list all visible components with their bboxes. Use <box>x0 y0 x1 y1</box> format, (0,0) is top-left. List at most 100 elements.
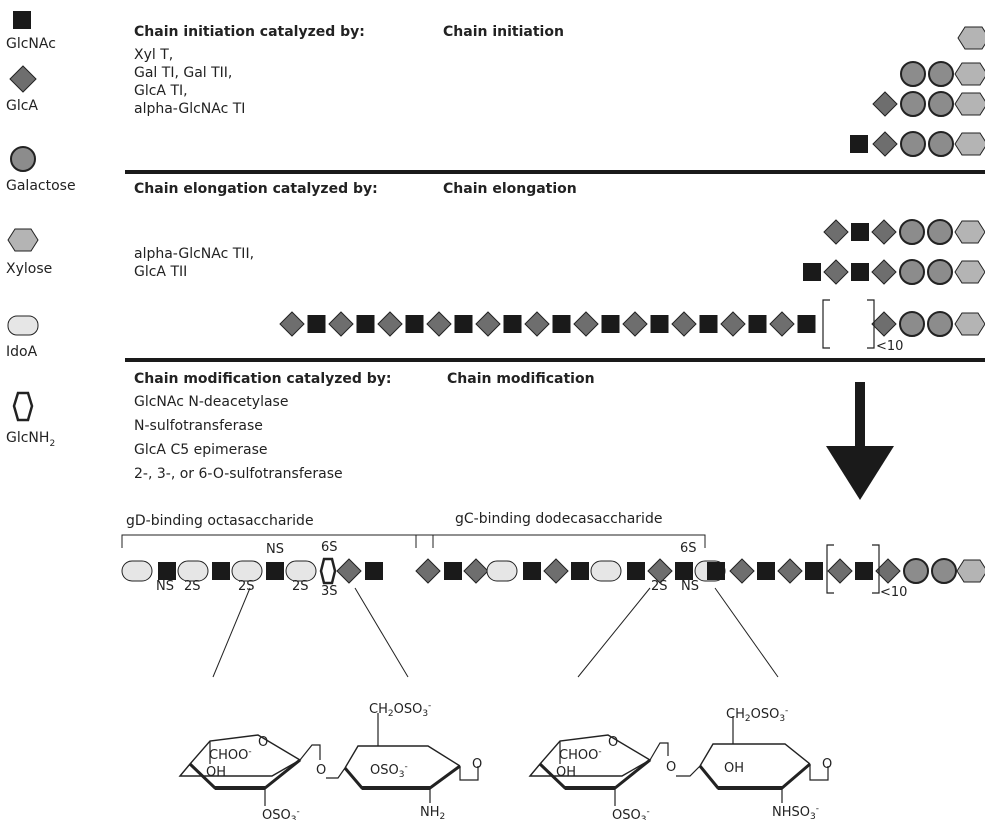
enzyme-item: alpha-GlcNAc TII, <box>134 246 255 262</box>
glca-icon <box>622 311 648 337</box>
idoa-icon <box>231 560 263 582</box>
glcnac-icon <box>13 11 31 29</box>
initiation-chains <box>850 26 985 157</box>
galactose-icon <box>900 131 926 157</box>
glcnac-icon <box>748 315 767 333</box>
glca-icon <box>823 259 849 285</box>
idoa-icon <box>177 560 209 582</box>
glca-icon <box>872 91 898 117</box>
chem-label: OSO3- <box>370 762 408 780</box>
glca-icon <box>426 311 452 337</box>
enzyme-item: Xyl T, <box>134 47 174 63</box>
glca-icon <box>328 311 354 337</box>
glca-icon <box>871 311 897 337</box>
elongation-chains: <10 <box>279 219 985 354</box>
elongation-row-1 <box>823 219 985 245</box>
xylose-icon <box>954 132 985 156</box>
elongation-row-2 <box>803 259 985 285</box>
glca-icon <box>647 558 673 584</box>
glcnac-icon <box>805 562 823 580</box>
glca-icon <box>777 558 803 584</box>
glca-icon <box>279 311 305 337</box>
sulfation-label: NS <box>681 579 699 594</box>
glcnac-icon <box>552 315 571 333</box>
gc-label: gC-binding dodecasaccharide <box>455 511 662 527</box>
galactose-icon <box>928 91 954 117</box>
chem-label: CHOO- <box>209 747 252 763</box>
repeat-bracket-left <box>822 299 830 349</box>
enzyme-item: Gal TI, Gal TII, <box>134 65 233 81</box>
galactose-icon <box>903 558 929 584</box>
chem-label: OSO3- <box>612 807 650 820</box>
glca-icon <box>729 558 755 584</box>
galactose-icon <box>927 219 953 245</box>
xylose-icon <box>954 92 985 116</box>
enzyme-item: GlcA C5 epimerase <box>134 442 268 458</box>
repeat-count-label: <10 <box>876 339 903 354</box>
gc-bracket <box>415 534 706 548</box>
chem-label: CH2OSO3- <box>369 701 431 719</box>
gd-label: gD-binding octasaccharide <box>126 513 314 529</box>
initiation-enzyme-list: Xyl T, Gal TI, Gal TII, GlcA TI, alpha-G… <box>134 46 245 118</box>
glcnac-icon <box>851 263 869 281</box>
glcnac-icon <box>356 315 375 333</box>
glca-icon <box>871 259 897 285</box>
modification-title: Chain modification <box>447 371 595 387</box>
glca-icon <box>9 65 37 93</box>
chem-label: O <box>822 757 832 772</box>
glca-icon <box>524 311 550 337</box>
idoa-icon <box>121 560 153 582</box>
glcnac-icon <box>454 315 473 333</box>
idoa-icon <box>590 560 622 582</box>
chem-label: OH <box>556 765 576 780</box>
initiation-catalyzed-heading: Chain initiation catalyzed by: <box>134 24 365 40</box>
chemical-structures: O CHOO- OH OSO3- O CH2OSO3- OSO3- O NH2 … <box>178 701 832 820</box>
idoa-icon <box>7 315 39 336</box>
idoa-icon <box>486 560 518 582</box>
section-divider <box>125 170 985 174</box>
sulfation-label: 2S <box>292 579 309 594</box>
glca-icon <box>823 219 849 245</box>
enzyme-item: GlcA TI, <box>134 83 188 99</box>
enzyme-item: GlcA TII <box>134 264 188 280</box>
chem-label: OH <box>206 765 226 780</box>
modification-catalyzed-heading: Chain modification catalyzed by: <box>134 371 392 387</box>
glca-icon <box>463 558 489 584</box>
glcnac-icon <box>405 315 424 333</box>
galactose-icon <box>928 61 954 87</box>
left-structure: O CHOO- OH OSO3- O CH2OSO3- OSO3- O NH2 <box>178 701 482 820</box>
chem-label: O <box>666 760 676 775</box>
sulfation-label: 2S <box>238 579 255 594</box>
glca-icon <box>377 311 403 337</box>
glcnac-icon <box>307 315 326 333</box>
modified-chain-units <box>121 557 985 585</box>
galactose-icon <box>928 131 954 157</box>
chem-label: CH2OSO3- <box>726 706 788 724</box>
chem-label: NH2 <box>420 805 445 820</box>
glca-icon <box>573 311 599 337</box>
glca-icon <box>475 311 501 337</box>
glcnac-icon <box>707 562 725 580</box>
legend-label-idoa: IdoA <box>6 344 38 360</box>
xylose-icon <box>954 220 985 244</box>
galactose-icon <box>899 311 925 337</box>
chem-label: O <box>472 757 482 772</box>
galactose-icon <box>899 259 925 285</box>
sulfation-label: NS <box>266 542 284 557</box>
glca-icon <box>543 558 569 584</box>
section-divider <box>125 358 985 362</box>
xylose-icon <box>954 312 985 336</box>
glcnac-icon <box>523 562 541 580</box>
glca-icon <box>769 311 795 337</box>
glcnac-icon <box>444 562 462 580</box>
glcnac-icon <box>365 562 383 580</box>
chem-label: OH <box>724 761 744 776</box>
glca-icon <box>415 558 441 584</box>
galactose-icon <box>927 311 953 337</box>
galactose-icon <box>900 61 926 87</box>
glcnac-icon <box>266 562 284 580</box>
xylose-icon <box>954 260 985 284</box>
glcnac-icon <box>803 263 821 281</box>
elongation-enzyme-list: alpha-GlcNAc TII, GlcA TII <box>134 245 254 281</box>
repeat-bracket-right <box>867 299 875 349</box>
